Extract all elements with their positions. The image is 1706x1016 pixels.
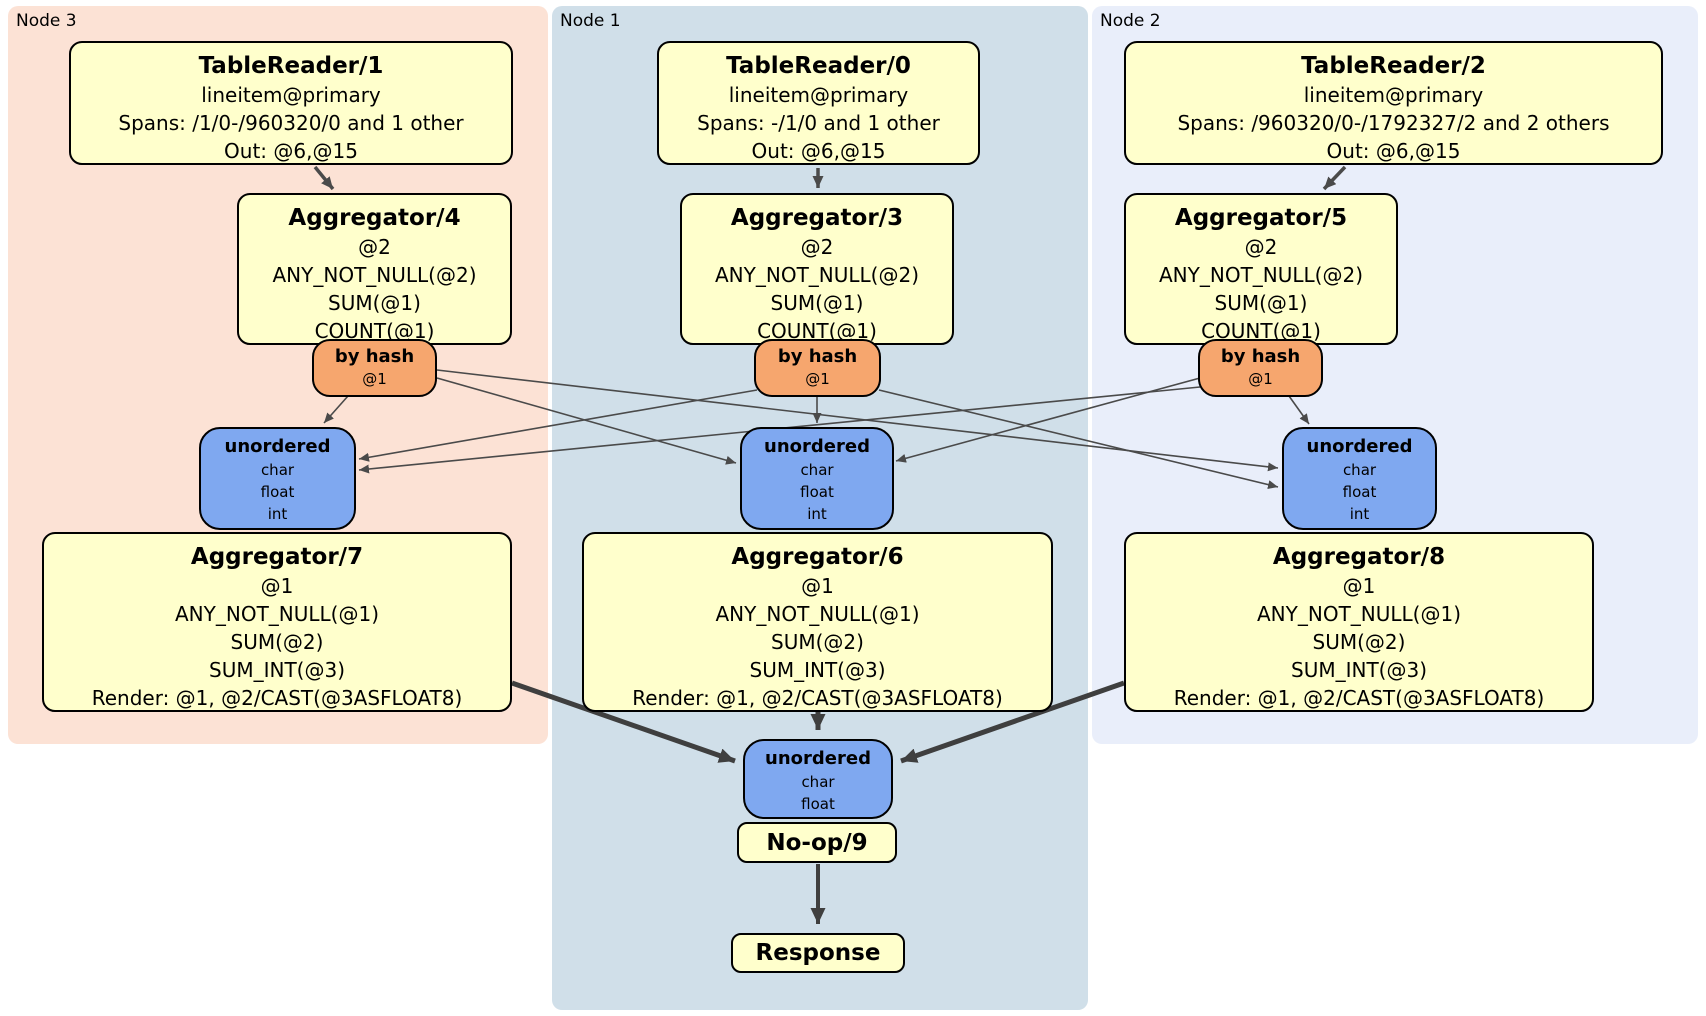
processor-line: Out: @6,@15 <box>1326 139 1461 163</box>
sync-unordered-final: unordered char float <box>743 739 893 819</box>
sync-type: float <box>801 795 835 813</box>
processor-noop-9: No-op/9 <box>737 822 897 863</box>
processor-title: Aggregator/8 <box>1272 544 1446 570</box>
processor-aggregator-3: Aggregator/3 @2 ANY_NOT_NULL(@2) SUM(@1)… <box>680 193 954 345</box>
router-by-hash-node1: by hash @1 <box>754 339 881 397</box>
processor-line: ANY_NOT_NULL(@1) <box>715 602 920 626</box>
router-title: by hash <box>777 346 858 367</box>
processor-line: Spans: /960320/0-/1792327/2 and 2 others <box>1177 111 1610 135</box>
processor-line: SUM_INT(@3) <box>1291 658 1427 682</box>
edge-agg8-syncfinal <box>900 680 1125 764</box>
processor-line: @2 <box>358 235 391 259</box>
sync-type: float <box>800 483 834 501</box>
sync-title: unordered <box>224 436 331 457</box>
edge-agg7-syncfinal <box>511 680 736 764</box>
region-node2-label: Node 2 <box>1100 11 1161 31</box>
processor-title: No-op/9 <box>766 829 868 856</box>
edge-hash2-sync2 <box>1288 395 1310 425</box>
sync-unordered-node3: unordered char float int <box>199 427 356 530</box>
edge-hash2-sync1 <box>895 377 1201 463</box>
processor-line: @2 <box>1244 235 1278 259</box>
processor-line: Out: @6,@15 <box>224 139 358 163</box>
router-title: by hash <box>1220 346 1301 367</box>
region-node3-label: Node 3 <box>16 11 77 31</box>
processor-aggregator-4: Aggregator/4 @2 ANY_NOT_NULL(@2) SUM(@1)… <box>237 193 512 345</box>
edge-hash3-sync2 <box>436 369 1279 472</box>
processor-line: SUM(@1) <box>770 291 864 315</box>
processor-line: Spans: /1/0-/960320/0 and 1 other <box>118 111 464 135</box>
router-key: @1 <box>805 370 830 388</box>
processor-line: lineitem@primary <box>728 83 909 107</box>
processor-aggregator-8: Aggregator/8 @1 ANY_NOT_NULL(@1) SUM(@2)… <box>1124 532 1594 712</box>
processor-title: TableReader/1 <box>198 53 384 79</box>
sync-unordered-node2: unordered char float int <box>1282 427 1437 530</box>
processor-aggregator-6: Aggregator/6 @1 ANY_NOT_NULL(@1) SUM(@2)… <box>582 532 1053 712</box>
processor-line: ANY_NOT_NULL(@1) <box>1257 602 1461 626</box>
sync-type: char <box>800 461 834 479</box>
processor-title: Aggregator/6 <box>731 544 904 570</box>
processor-line: Render: @1, @2/CAST(@3ASFLOAT8) <box>632 686 1003 710</box>
processor-title: Aggregator/4 <box>288 205 461 231</box>
edge-tr1-agg4 <box>313 165 335 191</box>
router-key: @1 <box>1248 370 1273 388</box>
sync-title: unordered <box>765 748 871 769</box>
processor-title: Aggregator/7 <box>190 544 364 570</box>
processor-tablereader-0: TableReader/0 lineitem@primary Spans: -/… <box>657 41 980 165</box>
edge-hash1-sync3 <box>358 389 758 462</box>
response-box: Response <box>731 933 905 973</box>
processor-line: SUM(@1) <box>328 291 421 315</box>
router-by-hash-node3: by hash @1 <box>312 339 437 397</box>
sync-unordered-node1: unordered char float int <box>740 427 894 530</box>
sync-title: unordered <box>1306 436 1413 457</box>
processor-line: SUM(@2) <box>1312 630 1406 654</box>
edge-hash3-sync1 <box>436 377 737 465</box>
router-title: by hash <box>334 346 415 367</box>
region-node1-label: Node 1 <box>560 11 621 31</box>
processor-title: TableReader/2 <box>1301 53 1486 79</box>
processor-line: Spans: -/1/0 and 1 other <box>697 111 940 135</box>
processor-aggregator-5: Aggregator/5 @2 ANY_NOT_NULL(@2) SUM(@1)… <box>1124 193 1398 345</box>
processor-line: SUM(@1) <box>1214 291 1308 315</box>
processor-line: Render: @1, @2/CAST(@3ASFLOAT8) <box>1173 686 1545 710</box>
processor-aggregator-7: Aggregator/7 @1 ANY_NOT_NULL(@1) SUM(@2)… <box>42 532 512 712</box>
processor-line: SUM(@2) <box>771 630 864 654</box>
sync-type: char <box>801 773 835 791</box>
processor-title: TableReader/0 <box>726 53 911 79</box>
processor-title: Response <box>755 940 881 966</box>
sync-type: char <box>1342 461 1377 479</box>
processor-line: @1 <box>801 574 834 598</box>
processor-line: ANY_NOT_NULL(@1) <box>175 602 379 626</box>
edge-tr2-agg5 <box>1322 165 1347 191</box>
edge-hash3-sync3 <box>323 395 349 424</box>
processor-line: ANY_NOT_NULL(@2) <box>1159 263 1363 287</box>
processor-tablereader-2: TableReader/2 lineitem@primary Spans: /9… <box>1124 41 1663 165</box>
processor-line: ANY_NOT_NULL(@2) <box>715 263 919 287</box>
processor-line: @2 <box>800 235 834 259</box>
sync-type: float <box>260 483 295 501</box>
processor-line: ANY_NOT_NULL(@2) <box>272 263 477 287</box>
processor-line: lineitem@primary <box>1303 83 1484 107</box>
sync-type: int <box>1349 505 1370 523</box>
processor-tablereader-1: TableReader/1 lineitem@primary Spans: /1… <box>69 41 513 165</box>
sync-type: int <box>267 505 288 523</box>
processor-line: SUM(@2) <box>230 630 324 654</box>
processor-line: Render: @1, @2/CAST(@3ASFLOAT8) <box>91 686 463 710</box>
router-key: @1 <box>362 370 387 388</box>
processor-line: lineitem@primary <box>201 83 381 107</box>
router-by-hash-node2: by hash @1 <box>1198 339 1323 397</box>
processor-line: @1 <box>1342 574 1376 598</box>
sync-title: unordered <box>764 436 870 457</box>
processor-title: Aggregator/5 <box>1174 205 1348 231</box>
sync-type: char <box>260 461 295 479</box>
processor-line: SUM_INT(@3) <box>749 658 886 682</box>
sync-type: float <box>1342 483 1377 501</box>
edge-hash1-sync2 <box>878 389 1279 490</box>
sync-type: int <box>807 505 827 523</box>
processor-line: @1 <box>260 574 294 598</box>
processor-line: SUM_INT(@3) <box>209 658 345 682</box>
processor-line: Out: @6,@15 <box>751 139 886 163</box>
processor-title: Aggregator/3 <box>730 205 904 231</box>
